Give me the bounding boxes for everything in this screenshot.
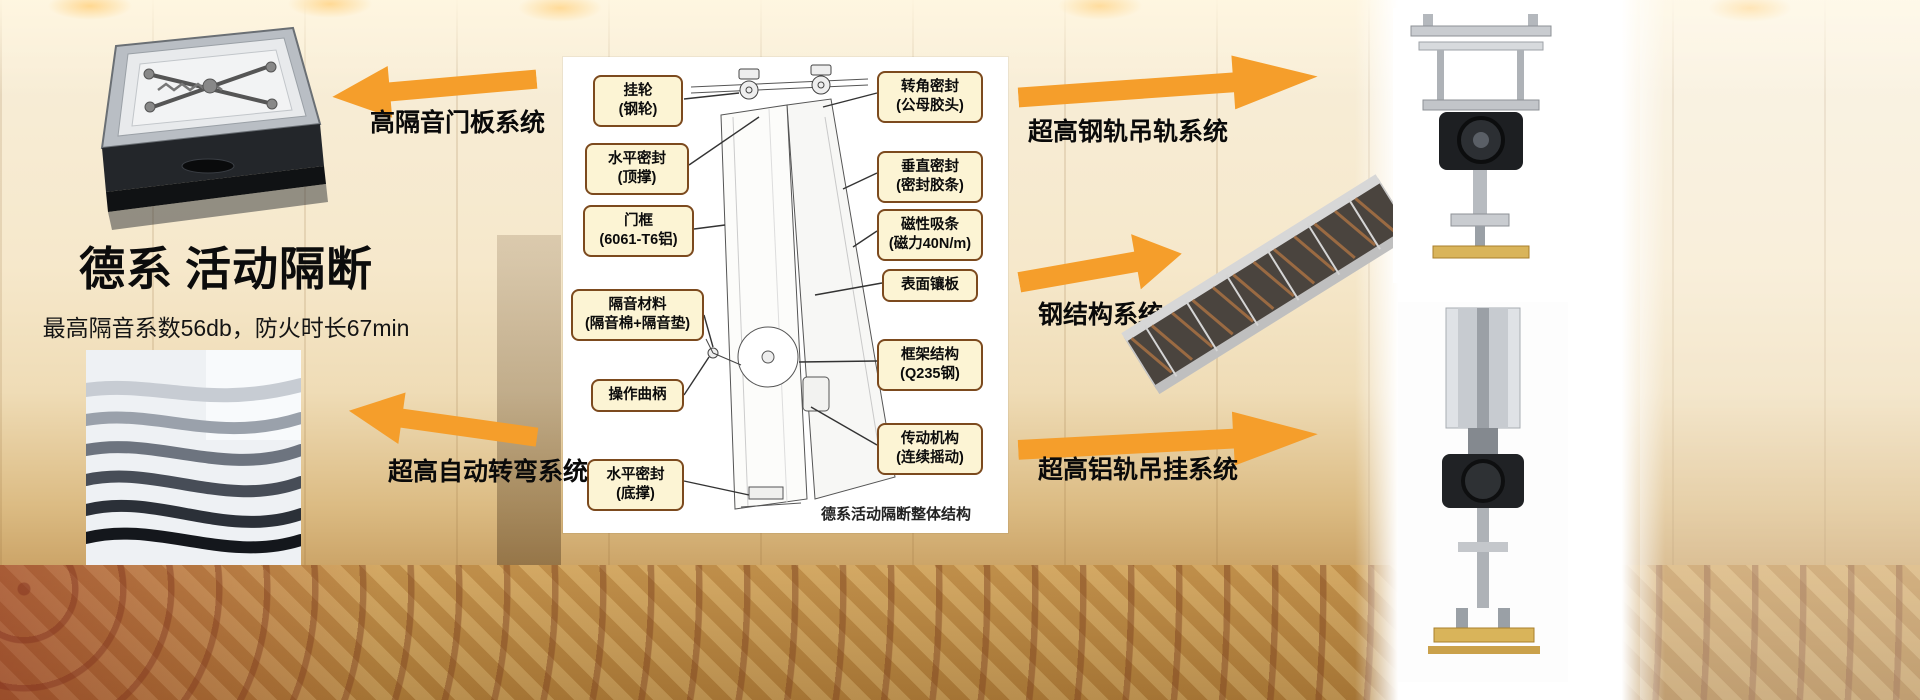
bottom-hanger-photo	[1398, 302, 1568, 682]
callout-corner-seal: 转角密封 (公母胶头)	[877, 71, 983, 123]
label-steel-rail-hanging-system: 超高钢轨吊轨系统	[1028, 118, 1229, 146]
right-pale-wall	[1640, 0, 1920, 700]
top-hanger-art	[1393, 8, 1568, 283]
brand-title-sub: 活动隔断	[185, 243, 373, 295]
callout-vertical-seal: 垂直密封 (密封胶条)	[877, 151, 983, 203]
label-aluminum-rail-hanging-system: 超高铝轨吊挂系统	[1038, 456, 1239, 484]
callout-surface-panel: 表面镶板	[882, 269, 978, 302]
callout-top-seal: 水平密封 (顶撑)	[585, 143, 689, 195]
steel-track-art	[1121, 174, 1415, 396]
bottom-hanger-art	[1398, 302, 1568, 682]
brand-title-main: 德系	[79, 243, 173, 295]
floor-lock-art	[100, 26, 328, 230]
arrow-right-middle-icon	[1014, 226, 1186, 310]
floor-lock-mechanism-photo	[88, 16, 328, 244]
aluminum-profile-photo	[86, 350, 301, 565]
carpet-red-tint	[0, 565, 380, 700]
aluminum-profile-art	[86, 350, 301, 565]
callout-drive-mechanism: 传动机构 (连续摇动)	[877, 423, 983, 475]
callout-hanging-wheel: 挂轮 (钢轮)	[593, 75, 683, 127]
brand-tagline: 最高隔音系数56db，防火时长67min	[42, 314, 410, 341]
partition-diagram-drawing	[683, 64, 896, 510]
arrow-left-bottom-icon	[345, 385, 540, 463]
page-title: 德系活动隔断	[36, 244, 416, 295]
top-hanger-photo	[1393, 8, 1568, 283]
callout-sound-insulation: 隔音材料 (隔音棉+隔音垫)	[571, 289, 704, 341]
callout-magnetic-strip: 磁性吸条 (磁力40N/m)	[877, 209, 983, 261]
callout-bottom-seal: 水平密封 (底撑)	[587, 459, 684, 511]
diagram-caption: 德系活动隔断整体结构	[821, 506, 972, 523]
label-high-sound-insulation-door-system: 高隔音门板系统	[370, 109, 546, 137]
steel-track-photo	[1121, 174, 1414, 395]
callout-frame-structure: 框架结构 (Q235钢)	[877, 339, 983, 391]
arrow-right-top-icon	[1016, 50, 1319, 125]
doorway-shadow	[497, 235, 561, 570]
brand-block: 德系活动隔断 最高隔音系数56db，防火时长67min	[36, 244, 416, 343]
arrow-left-top-icon	[330, 53, 539, 123]
label-auto-turning-system: 超高自动转弯系统	[388, 458, 589, 486]
callout-operating-crank: 操作曲柄	[591, 379, 684, 412]
arrow-right-bottom-icon	[1017, 407, 1319, 477]
callout-door-frame: 门框 (6061-T6铝)	[583, 205, 694, 257]
structure-diagram-panel: 挂轮 (钢轮) 水平密封 (顶撑) 门框 (6061-T6铝) 隔音材料 (隔音…	[563, 57, 1008, 533]
